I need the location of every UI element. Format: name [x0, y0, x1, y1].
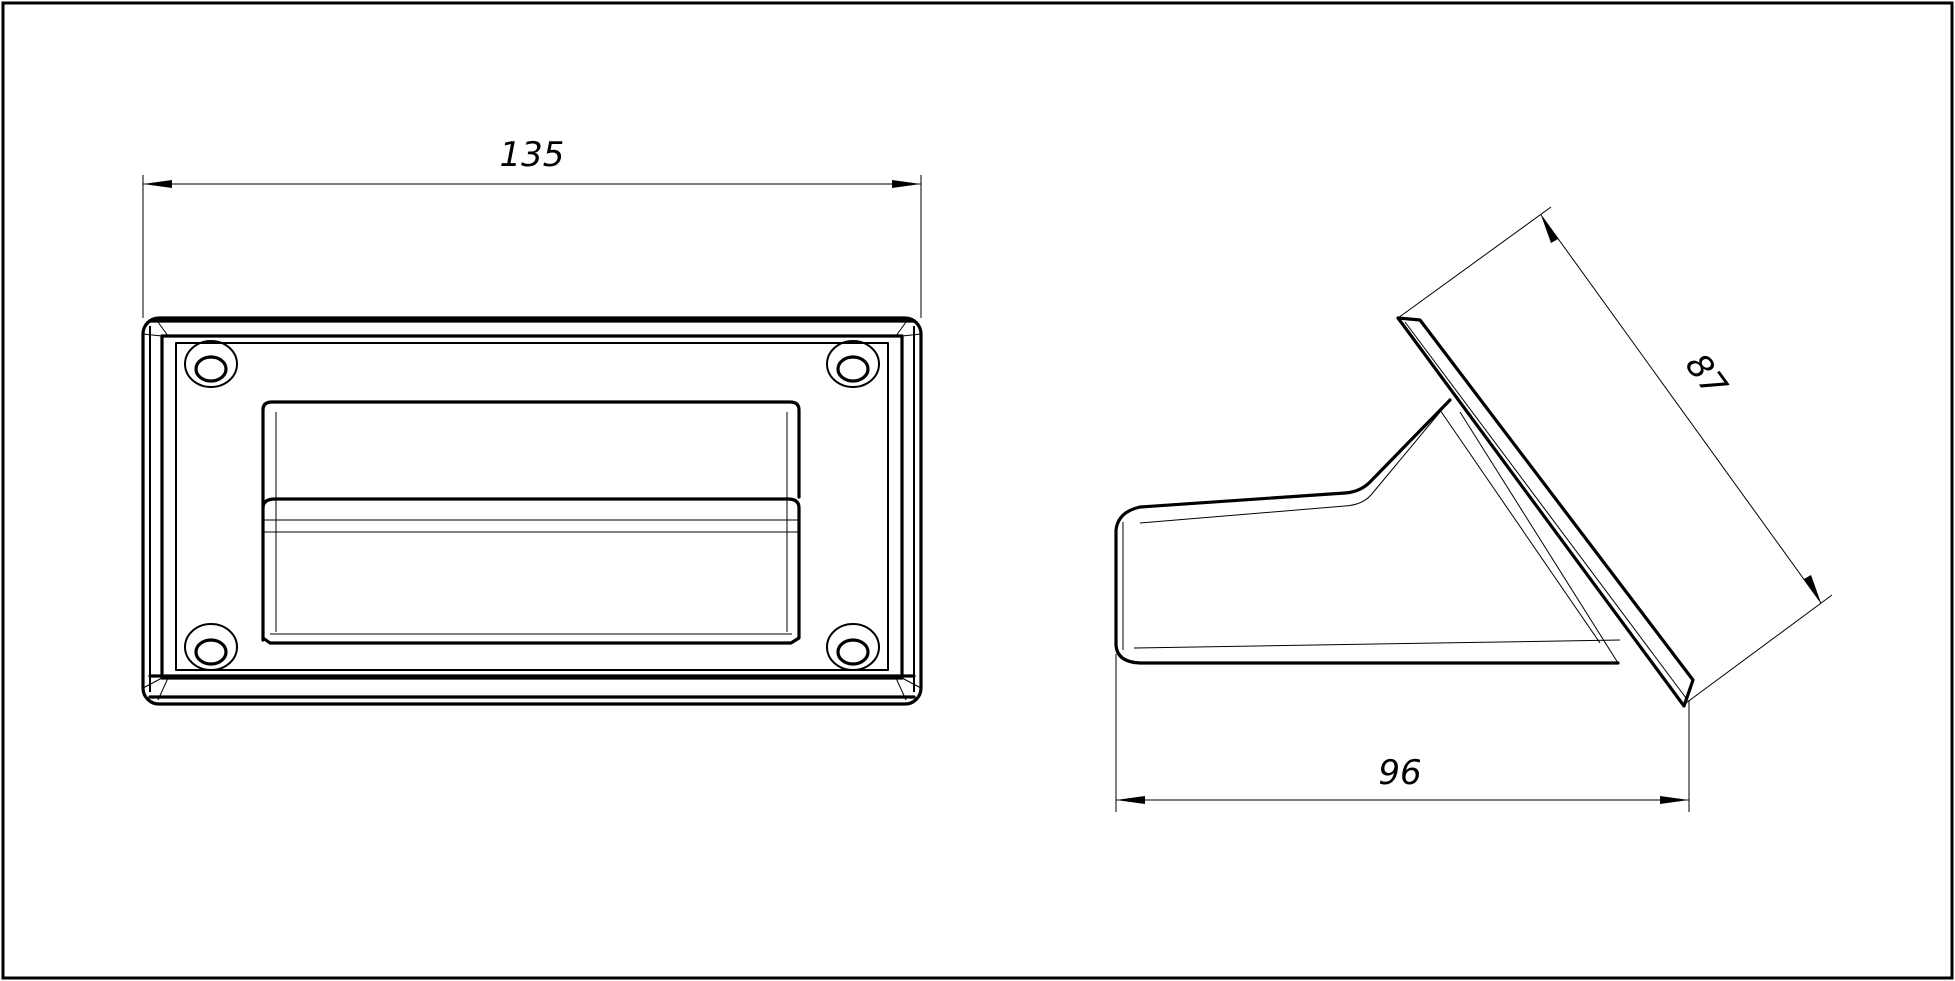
dimension-side-flange: 87	[1397, 206, 1833, 704]
side-view	[1114, 316, 1695, 708]
front-inner-frame	[175, 342, 889, 671]
dimension-label-96: 96	[1378, 753, 1421, 793]
mounting-hole-top-right	[826, 340, 880, 388]
dimension-label-87: 87	[1677, 346, 1735, 405]
side-handle-body	[1114, 398, 1620, 665]
mounting-hole-bottom-right	[826, 623, 880, 671]
mounting-hole-bottom-left	[184, 623, 238, 671]
dimension-front-width: 135	[142, 135, 922, 318]
dimension-side-length: 96	[1115, 654, 1690, 812]
mounting-hole-top-left	[184, 340, 238, 388]
front-view	[141, 316, 923, 706]
front-grip-recess	[261, 400, 801, 645]
dimension-label-135: 135	[500, 135, 565, 175]
front-outer-flange	[141, 316, 923, 706]
front-flange-inner-edge	[160, 334, 904, 680]
